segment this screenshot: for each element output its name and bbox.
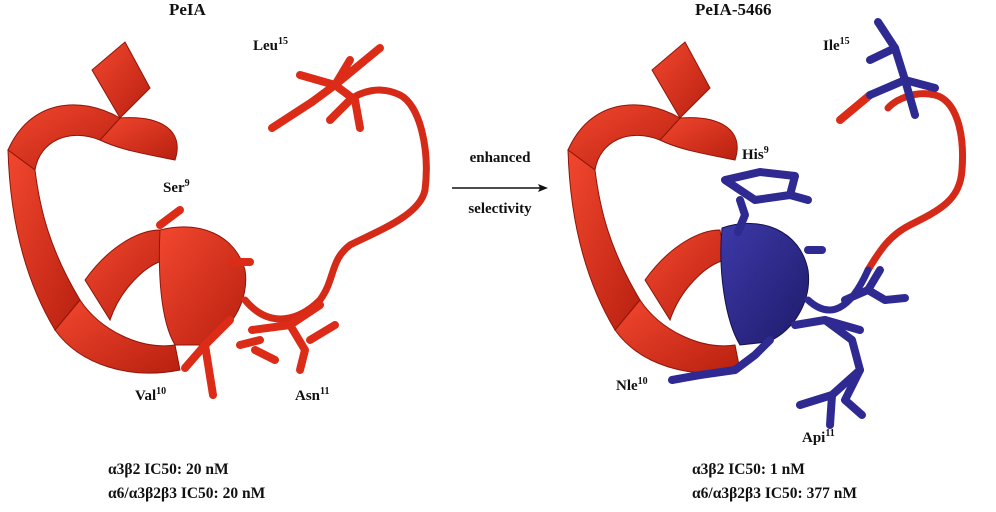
peia-ic50-a6a3b2b3: α6/α3β2β3 IC50: 20 nM xyxy=(108,485,266,502)
peia-5466-label-ile15: Ile15 xyxy=(823,36,850,54)
peia-label-ser9: Ser9 xyxy=(163,178,190,196)
peia-label-leu15: Leu15 xyxy=(253,36,289,54)
peia-5466-label-api11: Api11 xyxy=(802,428,835,446)
peia-5466-ic50-a6a3b2b3: α6/α3β2β3 IC50: 377 nM xyxy=(692,485,857,502)
peia-title: PeIA xyxy=(169,0,206,19)
peia-5466-ic50-block: α3β2 IC50: 1 nM α6/α3β2β3 IC50: 377 nM xyxy=(692,458,857,506)
peia-structure xyxy=(7,41,430,399)
arrow-label-selectivity: selectivity xyxy=(468,201,532,217)
peia-5466-mutant-side-chains xyxy=(668,18,939,429)
peia-5466-label-nle10: Nle10 xyxy=(616,376,648,394)
peia-label-val10: Val10 xyxy=(135,386,167,404)
peia-label-asn11: Asn11 xyxy=(295,386,330,404)
peia-5466-red-side-chain xyxy=(836,91,874,124)
peia-5466-backbone-red xyxy=(864,90,967,274)
peia-5466-mutant-helix xyxy=(720,222,810,346)
peia-5466-title: PeIA-5466 xyxy=(695,0,772,19)
peia-helix-ribbon xyxy=(7,41,247,374)
peia-5466-backbone-blue xyxy=(804,266,872,314)
peia-5466-structure xyxy=(567,18,967,429)
peia-5466-label-his9: His9 xyxy=(742,145,769,163)
peia-side-chains xyxy=(156,44,384,399)
peia-5466-helix-ribbon xyxy=(567,41,741,374)
peia-ic50-block: α3β2 IC50: 20 nM α6/α3β2β3 IC50: 20 nM xyxy=(108,458,265,506)
arrow-label-enhanced: enhanced xyxy=(469,150,531,166)
peia-5466-ic50-a3b2: α3β2 IC50: 1 nM xyxy=(692,461,805,478)
peia-ic50-a3b2: α3β2 IC50: 20 nM xyxy=(108,461,229,478)
selectivity-arrow xyxy=(452,184,548,192)
